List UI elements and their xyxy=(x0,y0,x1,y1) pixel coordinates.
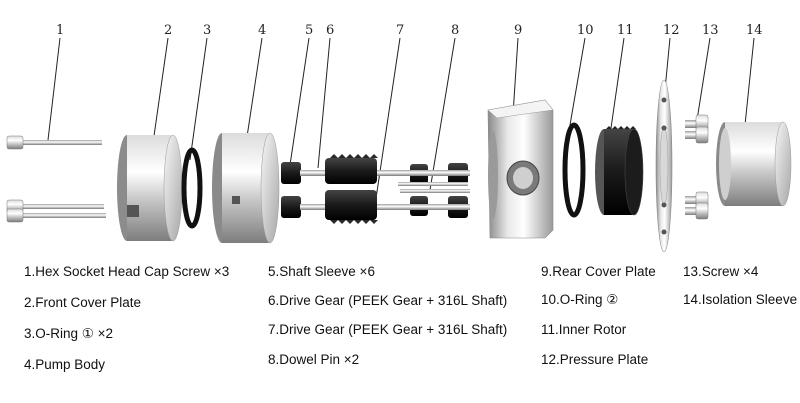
part-6-7-drive-gears xyxy=(300,154,470,224)
part-1-cap-screws xyxy=(6,135,106,223)
legend-item-14: 14.Isolation Sleeve xyxy=(683,292,798,307)
callout-6: 6 xyxy=(326,23,334,38)
part-12-pressure-plate xyxy=(655,79,673,253)
legend-item-1: 1.Hex Socket Head Cap Screw ×3 xyxy=(24,264,230,279)
legend-item-10: 10.O-Ring ② xyxy=(541,292,619,307)
callout-8: 8 xyxy=(451,23,459,38)
legend-item-13: 13.Screw ×4 xyxy=(683,264,759,279)
callout-14: 14 xyxy=(746,23,763,38)
part-4-pump-body xyxy=(212,132,280,244)
legend-item-8: 8.Dowel Pin ×2 xyxy=(268,352,360,367)
callout-7: 7 xyxy=(396,23,404,38)
legend-item-11: 11.Inner Rotor xyxy=(541,322,627,337)
callout-10: 10 xyxy=(577,23,594,38)
callout-3: 3 xyxy=(203,23,211,38)
callout-12: 12 xyxy=(663,23,680,38)
callout-numbers: 1 2 3 4 5 6 7 8 9 10 11 12 13 14 xyxy=(56,23,763,38)
legend-item-9: 9.Rear Cover Plate xyxy=(541,264,656,279)
legend-item-6: 6.Drive Gear (PEEK Gear + 316L Shaft) xyxy=(268,293,508,308)
part-13-screws xyxy=(685,114,709,220)
legend-item-3: 3.O-Ring ① ×2 xyxy=(24,326,114,341)
legend-item-2: 2.Front Cover Plate xyxy=(24,295,142,310)
callout-9: 9 xyxy=(514,23,522,38)
part-10-o-ring-2 xyxy=(562,122,586,218)
legend-item-5: 5.Shaft Sleeve ×6 xyxy=(268,264,375,279)
part-11-inner-rotor xyxy=(595,126,644,216)
part-2-front-cover-plate xyxy=(117,134,183,242)
legend-item-7: 7.Drive Gear (PEEK Gear + 316L Shaft) xyxy=(268,322,508,337)
part-3-o-ring-1 xyxy=(181,147,203,229)
callout-13: 13 xyxy=(702,23,719,38)
leader-lines xyxy=(47,37,755,206)
part-9-rear-cover-plate xyxy=(487,99,554,239)
part-8-dowel-pins xyxy=(398,182,470,193)
legend-item-4: 4.Pump Body xyxy=(24,357,106,372)
callout-11: 11 xyxy=(617,23,634,38)
legend-item-12: 12.Pressure Plate xyxy=(541,352,649,367)
callout-4: 4 xyxy=(258,23,266,38)
callout-5: 5 xyxy=(305,23,313,38)
callout-2: 2 xyxy=(164,23,172,38)
part-14-isolation-sleeve xyxy=(716,121,792,207)
callout-1: 1 xyxy=(56,23,64,38)
